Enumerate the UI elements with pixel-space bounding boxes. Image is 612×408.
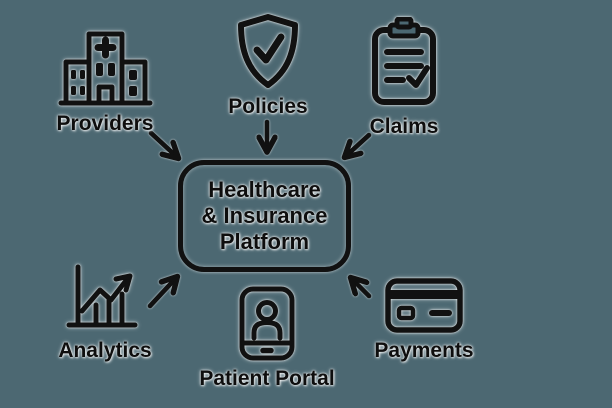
arrow-analytics-to-platform xyxy=(147,278,176,309)
growth-chart-icon xyxy=(66,264,138,328)
shield-check-icon xyxy=(238,14,298,88)
node-label-claims: Claims xyxy=(369,115,439,138)
node-label-payments: Payments xyxy=(374,339,474,362)
platform-title-line-2: & Insurance xyxy=(201,203,328,229)
node-label-analytics: Analytics xyxy=(58,339,152,362)
node-claims: Claims xyxy=(339,17,469,139)
credit-card-icon xyxy=(385,278,463,333)
node-label-policies: Policies xyxy=(228,95,308,118)
arrow-payments-to-platform xyxy=(352,279,372,299)
arrow-providers-to-platform xyxy=(148,130,177,157)
node-policies: Policies xyxy=(203,13,333,119)
clipboard-checklist-icon xyxy=(372,17,436,105)
arrow-claims-to-platform xyxy=(346,132,372,156)
hospital-icon xyxy=(58,31,152,106)
node-patient-portal: Patient Portal xyxy=(187,286,347,391)
node-label-patient-portal: Patient Portal xyxy=(199,367,335,390)
mobile-user-icon xyxy=(239,286,295,361)
platform-box: Healthcare & Insurance Platform xyxy=(178,160,351,272)
platform-title-line-1: Healthcare xyxy=(208,177,321,203)
node-payments: Payments xyxy=(359,278,489,363)
node-label-providers: Providers xyxy=(56,112,154,135)
node-providers: Providers xyxy=(40,26,170,136)
node-analytics: Analytics xyxy=(40,263,170,363)
platform-title-line-3: Platform xyxy=(219,228,310,254)
